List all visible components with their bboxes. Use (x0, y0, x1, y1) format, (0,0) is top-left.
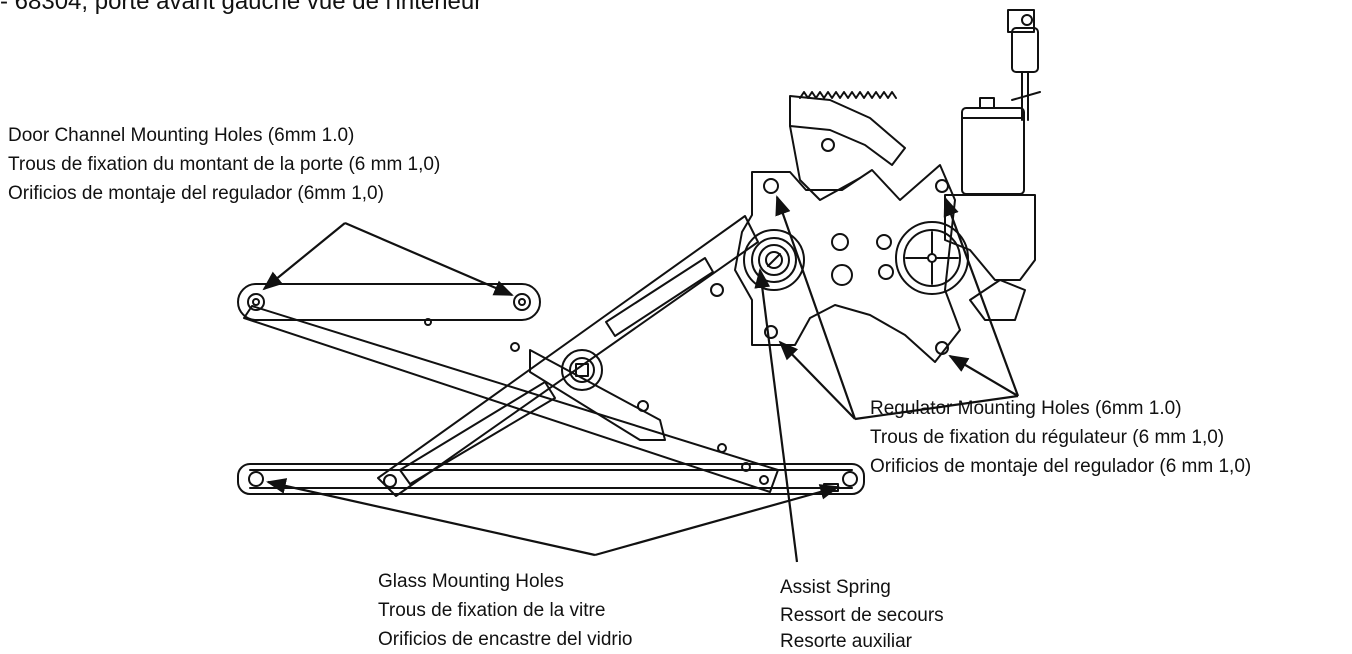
leader-door-channel-left (262, 222, 346, 291)
glass-label-es: Orificios de encastre del vidrio (378, 629, 633, 650)
spring-label-fr: Ressort de secours (780, 605, 944, 626)
glass-label-en: Glass Mounting Holes (378, 571, 564, 592)
leader-regulator-1 (775, 195, 857, 420)
leader-regulator-join (854, 394, 1019, 421)
leader-regulator-4 (948, 354, 1019, 397)
window-motor (895, 97, 1036, 321)
scissor-arm-a (243, 305, 779, 493)
regulator-label-es: Orificios de montaje del regulador (6 mm… (870, 456, 1252, 477)
sector-gear (789, 91, 906, 201)
regulator-label-en: Regulator Mounting Holes (6mm 1.0) (870, 398, 1182, 419)
wire-connector (1007, 9, 1041, 121)
door-channel-label-es: Orificios de montaje del regulador (6mm … (8, 183, 384, 204)
pivot-gear (561, 349, 603, 391)
diagram-title: - 68304, porte avant gauche vue de l'int… (0, 0, 483, 15)
glass-label-fr: Trous de fixation de la vitre (378, 600, 606, 621)
door-channel-label-fr: Trous de fixation du montant de la porte… (8, 154, 441, 175)
leader-glass-right (594, 484, 840, 557)
sector-arm (529, 349, 666, 441)
leader-regulator-3 (943, 196, 1020, 397)
scissor-arm-b (377, 215, 759, 497)
assist-spring (743, 229, 805, 291)
door-channel-bar (237, 283, 541, 326)
regulator-label-fr: Trous de fixation du régulateur (6 mm 1,… (870, 427, 1225, 448)
leader-regulator-2 (778, 340, 856, 420)
regulator-plate (734, 138, 961, 363)
leader-assist-spring (754, 268, 799, 563)
door-channel-label-en: Door Channel Mounting Holes (6mm 1.0) (8, 125, 355, 146)
glass-channel-bar (237, 463, 865, 495)
spring-label-es: Resorte auxiliar (780, 631, 912, 652)
leader-door-channel-right (344, 221, 514, 297)
leader-glass-left (266, 478, 596, 557)
spring-label-en: Assist Spring (780, 577, 891, 598)
